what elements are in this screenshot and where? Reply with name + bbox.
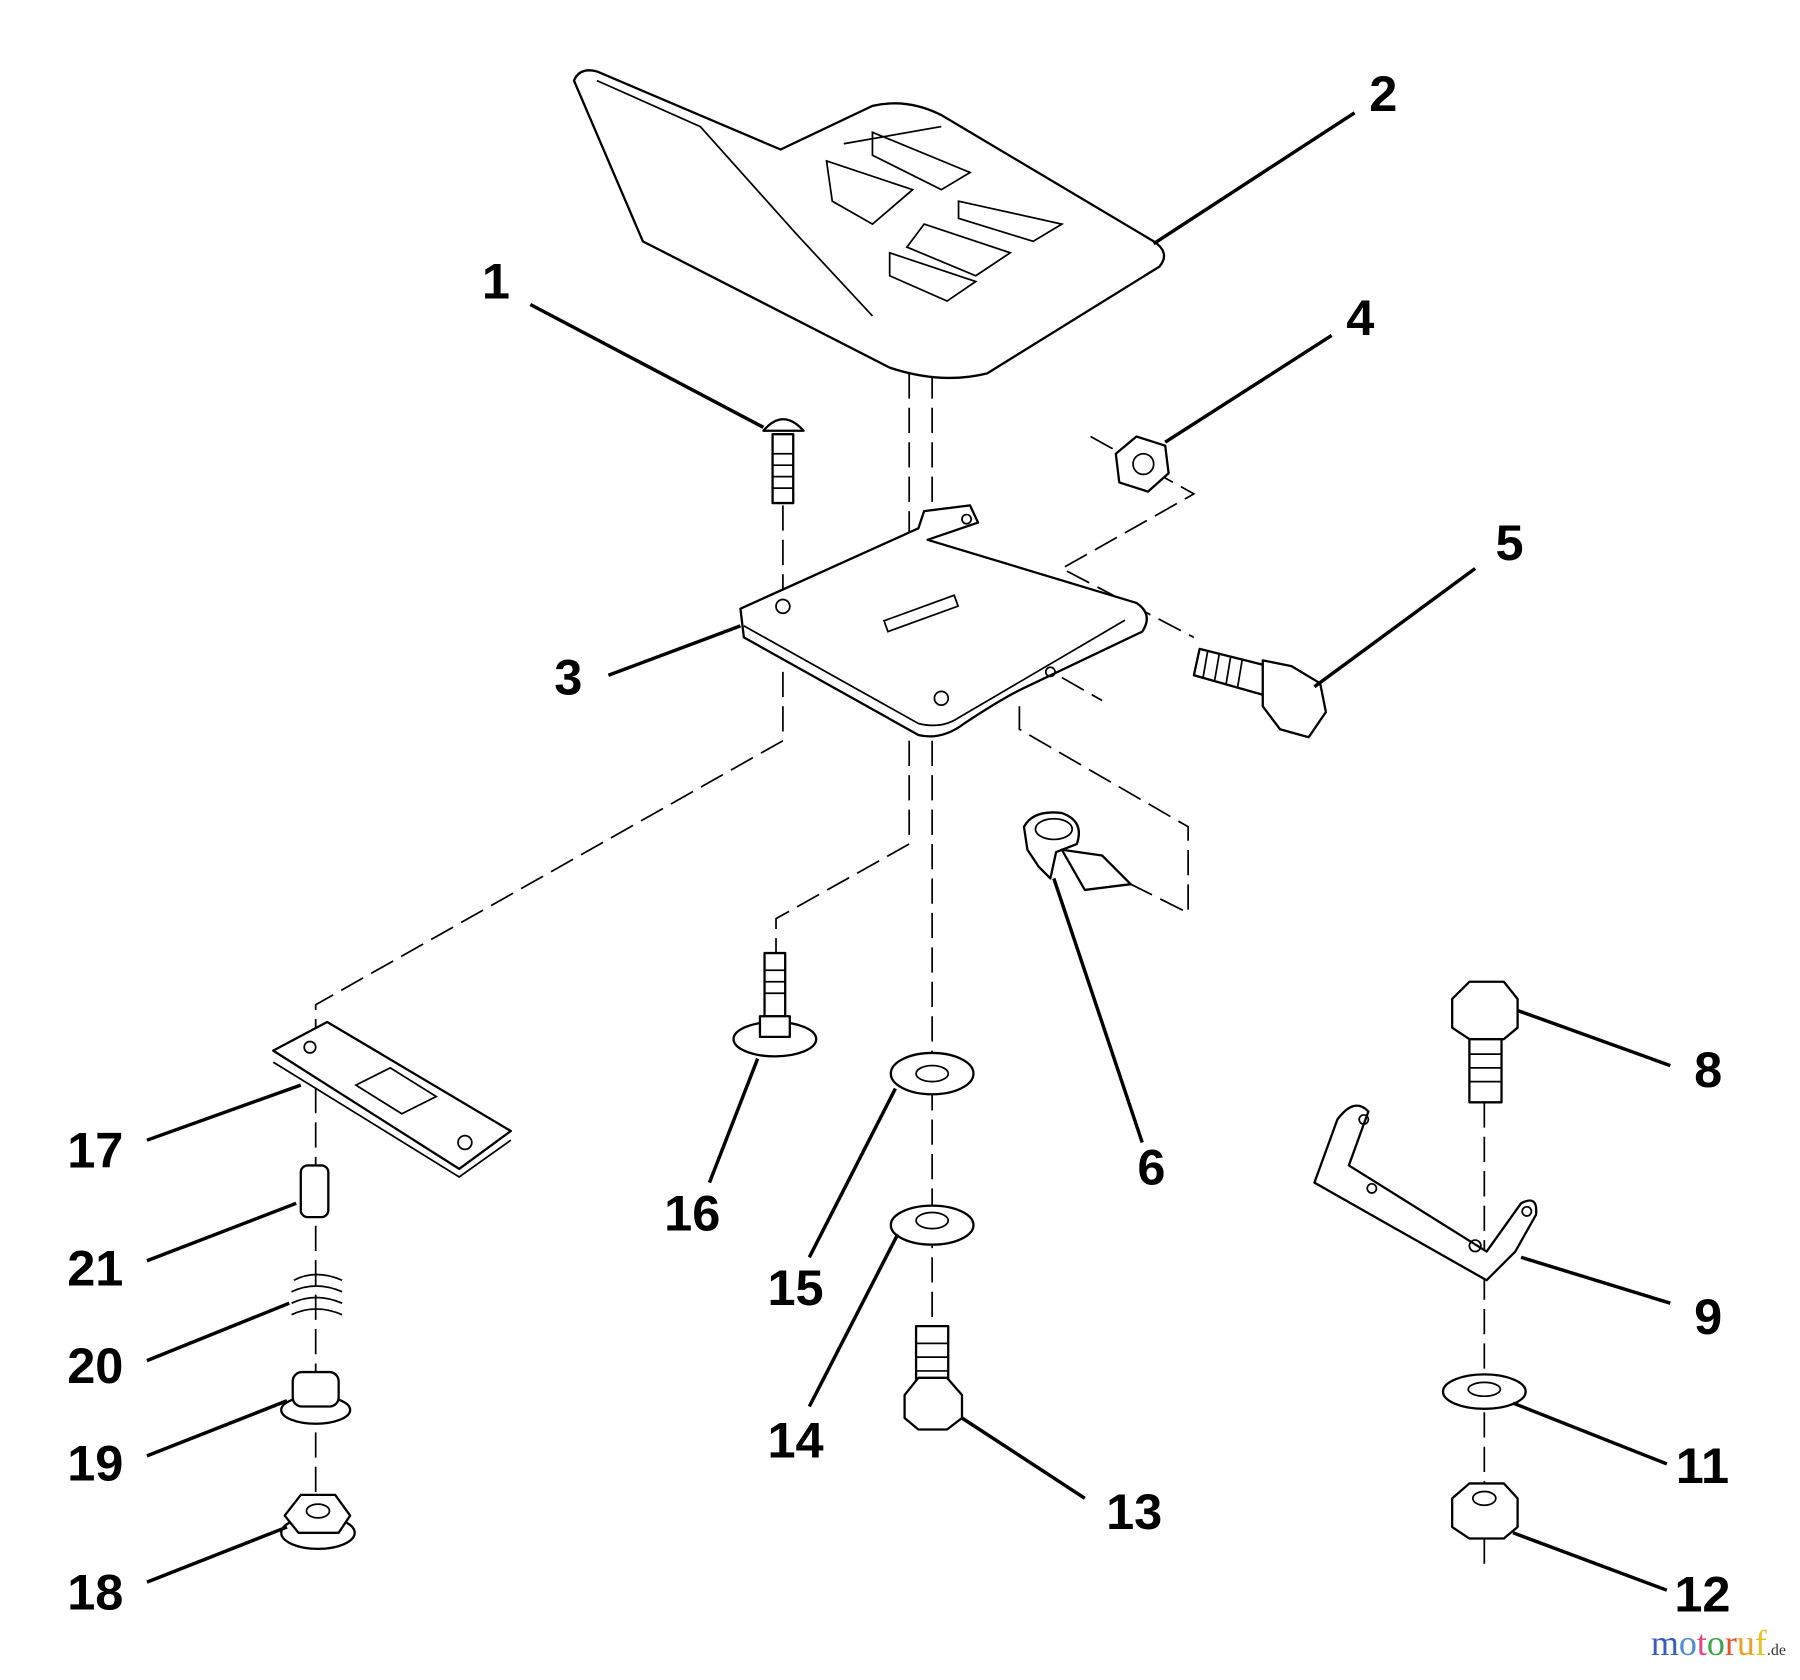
callout-9: 9 [1694,1288,1722,1345]
callout-12: 12 [1674,1566,1730,1623]
watermark-letter: m [1650,1623,1679,1663]
watermark-logo: motoruf.de [1651,1622,1786,1664]
lock-washer-part [889,1204,975,1246]
callout-4: 4 [1346,289,1374,346]
hex-nut-part [1114,435,1170,493]
spring-part [291,1273,343,1316]
hex-bolt-part [1192,647,1328,739]
washer-11-part [1441,1373,1527,1410]
hex-bolt-8-part [1451,980,1519,1104]
washer-11-hole [1467,1381,1502,1398]
lock-nut-part [1451,1482,1519,1540]
carriage-bolt-part [762,418,805,505]
callout-18: 18 [67,1563,123,1620]
bolt-13-part [903,1325,964,1431]
watermark-tld: .de [1766,1642,1786,1659]
seat-bracket-part [739,504,1148,738]
latch-plate-part [272,1020,512,1178]
callout-1: 1 [482,252,510,309]
watermark-letter: r [1724,1623,1737,1663]
watermark-letter: o [1678,1623,1697,1663]
callout-6: 6 [1137,1139,1165,1196]
callout-16: 16 [664,1184,720,1241]
watermark-letter: u [1736,1623,1755,1663]
flat-washer-part [889,1051,975,1096]
bushing-part [280,1370,352,1425]
flat-washer-hole [915,1064,950,1083]
callout-2: 2 [1369,65,1397,122]
seat-part [572,69,1166,380]
clip-part [1022,811,1132,892]
watermark-brand: motoruf [1651,1623,1767,1663]
lock-washer-hole [915,1211,950,1230]
callout-19: 19 [67,1435,123,1492]
mounting-bracket-part [1313,1104,1538,1282]
callout-14: 14 [767,1412,823,1469]
callout-11: 11 [1676,1437,1729,1494]
callout-15: 15 [767,1259,823,1316]
pin-part [299,1164,330,1219]
callout-17: 17 [67,1121,123,1178]
flange-nut-part [280,1493,356,1551]
callout-21: 21 [67,1240,123,1297]
callout-8: 8 [1694,1041,1722,1098]
callout-3: 3 [554,648,582,705]
watermark-letter: t [1696,1623,1707,1663]
callout-5: 5 [1496,514,1524,571]
shoulder-bolt-part [732,951,818,1058]
watermark-letter: f [1754,1623,1767,1663]
callout-20: 20 [67,1337,123,1394]
watermark-letter: o [1706,1623,1725,1663]
callout-13: 13 [1106,1483,1162,1540]
leader-lines [146,111,1671,1592]
